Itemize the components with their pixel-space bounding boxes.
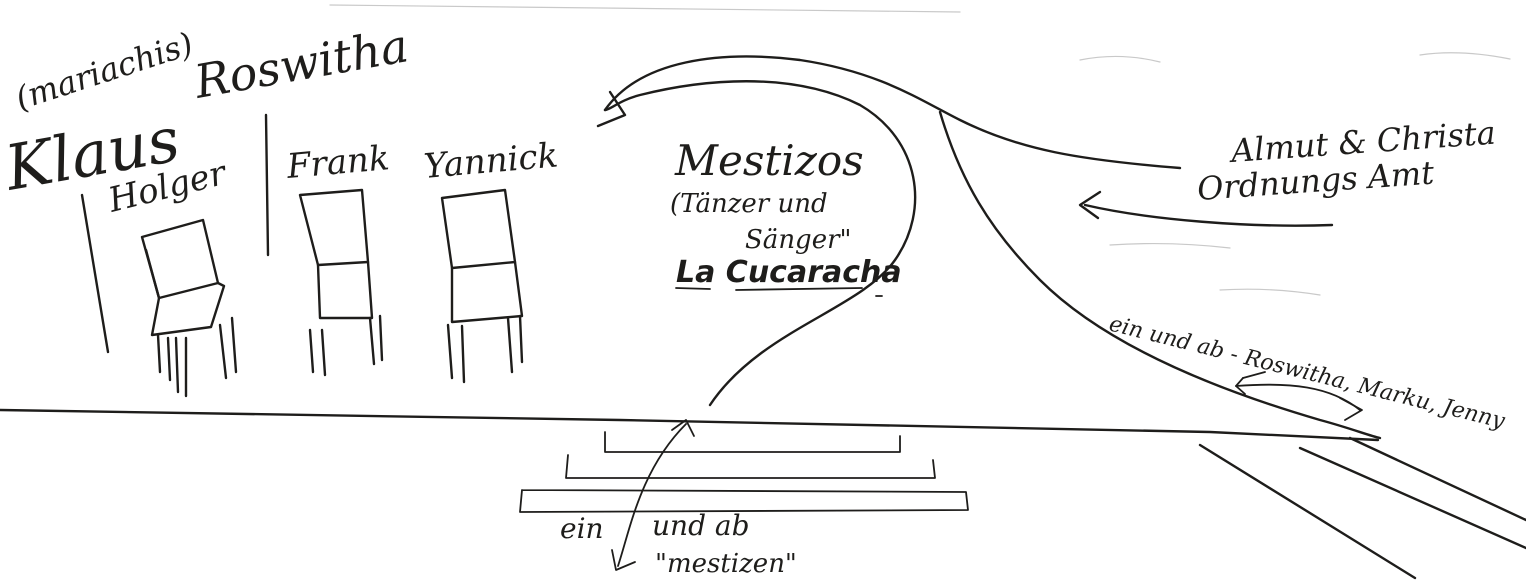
label-mestizen: "mestizen": [655, 549, 797, 579]
divider-middle: [264, 113, 270, 257]
label-und-ab: und ab: [652, 509, 750, 542]
label-taenzer: (Tänzer und: [670, 189, 828, 219]
label-mestizos: Mestizos: [674, 136, 864, 185]
stage-front-line: [0, 408, 1380, 442]
mestizen-double-arrow: [611, 419, 695, 571]
divider-left: [80, 193, 110, 354]
chair-holger: [140, 218, 238, 398]
label-yannick: Yannick: [422, 135, 559, 187]
chair-frank: [298, 188, 384, 377]
ramp-lines: [1198, 436, 1526, 580]
la-cucaracha-underlines: [675, 287, 883, 297]
label-la-cucaracha: La Cucaracha: [676, 255, 902, 290]
stage-steps: [519, 431, 969, 513]
mestizos-entry-arrow: [596, 55, 1182, 407]
side-path-curve: [938, 110, 1382, 440]
paper-bleed-marks: [329, 4, 1511, 296]
chair-yannick: [440, 188, 524, 384]
label-frank: Frank: [284, 138, 391, 187]
right-entry-double-arrow: [1235, 371, 1363, 421]
label-ein: ein: [560, 512, 604, 545]
label-roswitha: Roswitha: [190, 18, 413, 109]
label-saenger: Sänger": [745, 225, 851, 255]
ordnungs-amt-arrow: [1078, 190, 1334, 227]
